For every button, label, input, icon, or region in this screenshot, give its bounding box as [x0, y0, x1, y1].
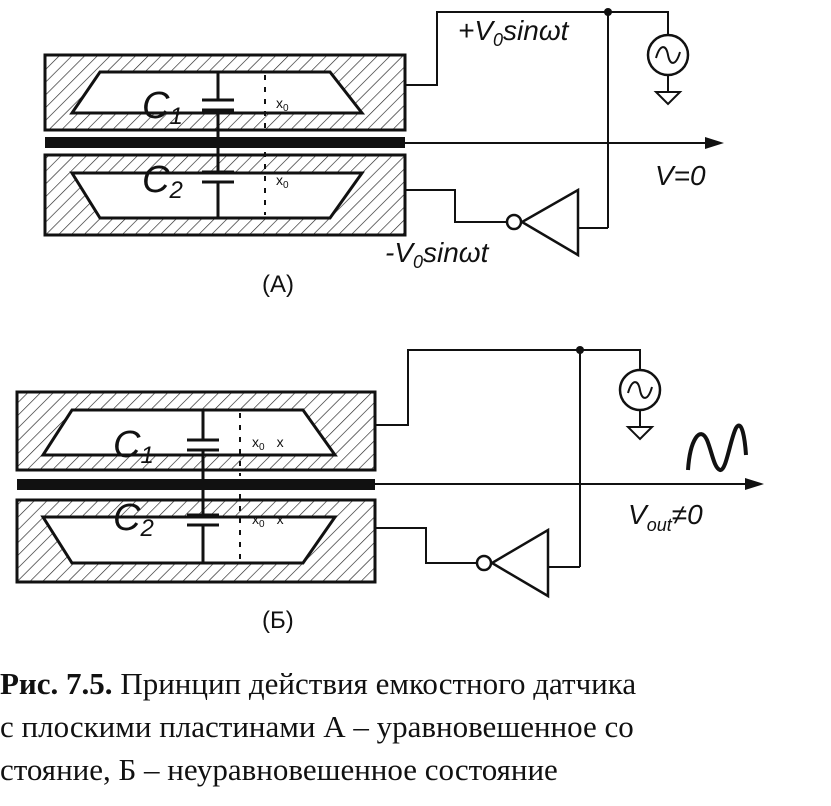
- figure-caption: Рис. 7.5. Принцип действия емкостного да…: [0, 662, 831, 791]
- caption-line-1-text: Принцип действия емкостного датчика: [112, 666, 637, 701]
- panel-b-caption: (Б): [262, 607, 294, 634]
- output-arrow-b: [745, 478, 764, 490]
- gap-label-bottom-a: x0: [276, 172, 289, 191]
- output-label-b: Vout≠0: [628, 499, 703, 535]
- ac-source-icon-b: [618, 368, 662, 412]
- caption-line-2: с плоскими пластинами А – уравновешенное…: [0, 709, 634, 744]
- capacitor-c2-a: [202, 148, 234, 218]
- center-plate-a: [45, 137, 405, 148]
- bottom-electrode-a: [43, 153, 407, 237]
- sine-wave-icon: [686, 423, 748, 473]
- ac-source-icon-a: [646, 33, 690, 77]
- ground-icon-b: [625, 426, 655, 441]
- caption-line-1: Рис. 7.5. Принцип действия емкостного да…: [0, 662, 831, 705]
- c2-label-b: C2: [113, 497, 154, 542]
- inverter-icon-b: [489, 527, 550, 599]
- output-arrow-a: [705, 137, 724, 149]
- capacitor-c1-a: [202, 72, 234, 137]
- gap-label-top-a: x0: [276, 95, 289, 114]
- capacitor-c2-b: [187, 490, 219, 563]
- c1-label-b: C1: [113, 424, 154, 469]
- caption-line-3: стояние, Б – неуравновешенное состояние: [0, 752, 558, 787]
- ground-icon-a: [653, 91, 683, 106]
- inverter-icon-a: [519, 187, 580, 258]
- center-plate-b: [17, 479, 375, 490]
- capacitor-c1-b: [187, 410, 219, 479]
- figure-number: Рис. 7.5.: [0, 666, 113, 701]
- panel-a-caption: (A): [262, 271, 294, 298]
- bottom-electrode-b: [15, 498, 377, 584]
- top-electrode-b: [15, 390, 377, 472]
- plus-signal-label: +V0sinωt: [458, 15, 570, 50]
- c2-label-a: C2: [142, 159, 183, 204]
- c1-label-a: C1: [142, 85, 183, 130]
- top-electrode-a: [43, 53, 407, 132]
- output-label-a: V=0: [655, 160, 706, 191]
- minus-signal-label: -V0sinωt: [385, 237, 490, 272]
- panel-a: C1 C2 x0 x0 +V0sinωt -V: [43, 8, 724, 298]
